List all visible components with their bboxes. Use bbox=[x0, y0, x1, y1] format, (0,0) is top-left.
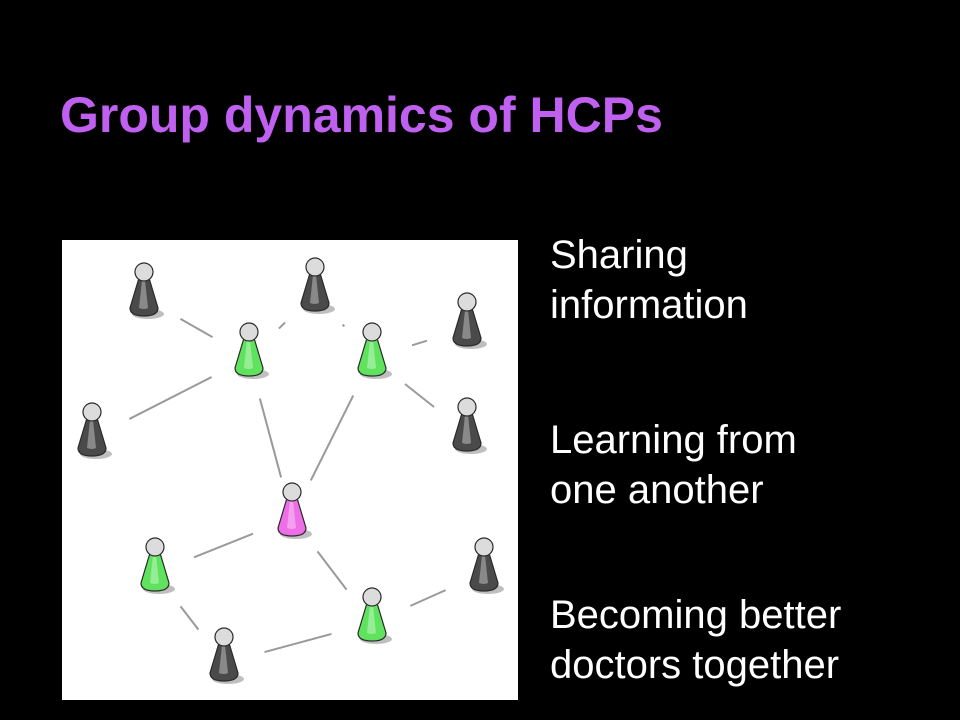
node-body bbox=[277, 497, 307, 537]
node-body bbox=[77, 417, 107, 457]
node-gray-n3 bbox=[452, 292, 487, 349]
link-n4-n6 bbox=[128, 376, 213, 420]
node-highlight bbox=[87, 420, 96, 449]
node-highlight bbox=[462, 310, 471, 339]
node-body bbox=[357, 602, 387, 642]
node-gray-n12 bbox=[209, 627, 244, 684]
node-green-n4 bbox=[234, 322, 269, 379]
bullet-learning-from-one-another: Learning from one another bbox=[550, 418, 797, 512]
node-head bbox=[457, 292, 477, 312]
node-gray-n2 bbox=[300, 257, 335, 314]
node-head bbox=[362, 322, 382, 342]
link-n8-n11 bbox=[316, 550, 348, 591]
node-highlight bbox=[367, 340, 376, 369]
node-head bbox=[145, 537, 165, 557]
node-body bbox=[300, 272, 330, 312]
node-head bbox=[474, 537, 494, 557]
node-highlight bbox=[219, 645, 228, 674]
node-highlight bbox=[287, 500, 296, 529]
bullet-becoming-better-doctors: Becoming better doctors together bbox=[550, 593, 842, 687]
node-highlight bbox=[462, 415, 471, 444]
node-green-n11 bbox=[357, 587, 392, 644]
node-head bbox=[82, 402, 102, 422]
node-body bbox=[209, 642, 239, 682]
node-body bbox=[357, 337, 387, 377]
link-n5-n7 bbox=[404, 383, 435, 408]
node-head bbox=[239, 322, 259, 342]
node-highlight bbox=[479, 555, 488, 584]
node-highlight bbox=[150, 555, 159, 584]
node-body bbox=[140, 552, 170, 592]
slide-title: Group dynamics of HCPs bbox=[60, 87, 663, 143]
node-green-n9 bbox=[140, 537, 175, 594]
network-links bbox=[128, 317, 447, 654]
node-highlight bbox=[310, 275, 319, 304]
network-nodes bbox=[77, 257, 504, 684]
node-head bbox=[282, 482, 302, 502]
link-n2-n5 bbox=[341, 323, 346, 328]
node-pink-n8 bbox=[277, 482, 312, 539]
link-n8-n9 bbox=[193, 532, 254, 559]
node-body bbox=[452, 412, 482, 452]
link-n4-n8 bbox=[258, 398, 283, 478]
node-gray-n7 bbox=[452, 397, 487, 454]
link-n12-n11 bbox=[264, 632, 332, 654]
node-gray-n1 bbox=[129, 262, 164, 319]
node-head bbox=[362, 587, 382, 607]
network-svg bbox=[77, 257, 504, 684]
link-n1-n4 bbox=[179, 317, 214, 339]
link-n11-n10 bbox=[409, 589, 447, 607]
link-n2-n4 bbox=[278, 321, 286, 330]
link-n5-n3 bbox=[411, 339, 428, 347]
node-body bbox=[469, 552, 499, 592]
node-head bbox=[214, 627, 234, 647]
node-gray-n10 bbox=[469, 537, 504, 594]
node-head bbox=[305, 257, 325, 277]
node-body bbox=[234, 337, 264, 377]
node-body bbox=[452, 307, 482, 347]
network-diagram bbox=[62, 240, 518, 700]
node-head bbox=[134, 262, 154, 282]
node-green-n5 bbox=[357, 322, 392, 379]
node-body bbox=[129, 277, 159, 317]
node-highlight bbox=[139, 280, 148, 309]
node-highlight bbox=[367, 605, 376, 634]
bullet-sharing-information: Sharing information bbox=[550, 233, 748, 327]
node-head bbox=[457, 397, 477, 417]
node-gray-n6 bbox=[77, 402, 112, 459]
node-highlight bbox=[244, 340, 253, 369]
link-n5-n8 bbox=[309, 395, 355, 481]
link-n9-n12 bbox=[179, 605, 200, 631]
